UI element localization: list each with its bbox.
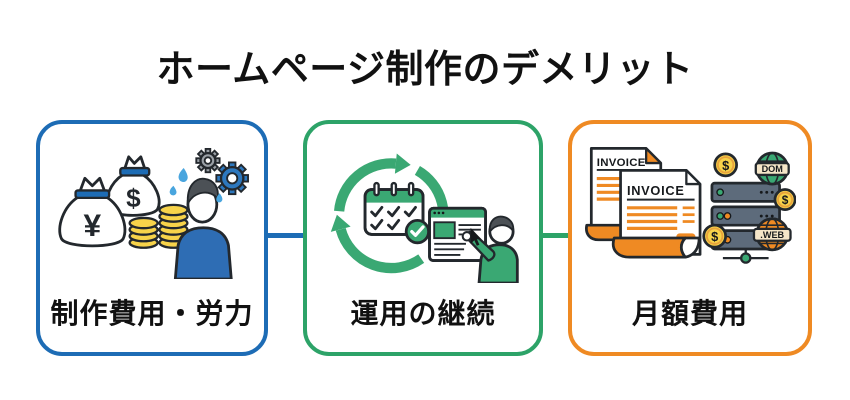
operation-cycle-icon <box>330 153 519 283</box>
dollar-symbol: $ <box>126 183 141 213</box>
connector-blue <box>264 233 307 238</box>
money-labor-icon: $ ¥ <box>58 147 249 279</box>
stressed-person <box>173 177 233 279</box>
dollar-symbol: $ <box>782 193 789 207</box>
invoice-title: INVOICE <box>627 183 685 198</box>
browser-window <box>428 206 487 262</box>
sweat-drops <box>169 168 223 203</box>
page-title: ホームページ制作のデメリット <box>156 49 694 91</box>
invoice-documents: INVOICE INVOICE <box>585 147 702 259</box>
coin-stack <box>128 203 189 249</box>
card-monthly-fee: INVOICE INVOICE <box>568 120 812 356</box>
monthly-cost-icon: INVOICE INVOICE <box>585 147 796 264</box>
editing-person <box>461 215 519 283</box>
dollar-symbol: $ <box>711 229 718 244</box>
gear-icon-large <box>215 161 249 196</box>
card-operation-continuity: 運用の継続 <box>303 120 543 356</box>
dollar-coin: $ <box>713 152 738 178</box>
dom-label: DOM <box>762 164 783 174</box>
card-label: 月額費用 <box>631 298 748 329</box>
server-rack-icon <box>710 181 781 264</box>
dollar-coin: $ <box>773 188 796 212</box>
cursor-icon <box>470 227 482 246</box>
connector-green <box>540 233 571 238</box>
web-label: .WEB <box>760 230 784 240</box>
network-node <box>740 252 752 264</box>
invoice-title: INVOICE <box>597 157 646 169</box>
card-production-cost: $ ¥ <box>36 120 268 356</box>
card-label: 運用の継続 <box>350 298 496 329</box>
dollar-coin: $ <box>702 223 728 249</box>
card-label: 制作費用・労力 <box>50 298 254 329</box>
dollar-symbol: $ <box>722 158 729 173</box>
yen-money-bag: ¥ <box>58 176 127 248</box>
gear-icon-small <box>195 147 221 174</box>
web-globe: .WEB <box>752 217 792 252</box>
domain-globe: DOM <box>754 151 790 186</box>
yen-symbol: ¥ <box>84 207 102 243</box>
calendar-icon <box>363 181 431 245</box>
